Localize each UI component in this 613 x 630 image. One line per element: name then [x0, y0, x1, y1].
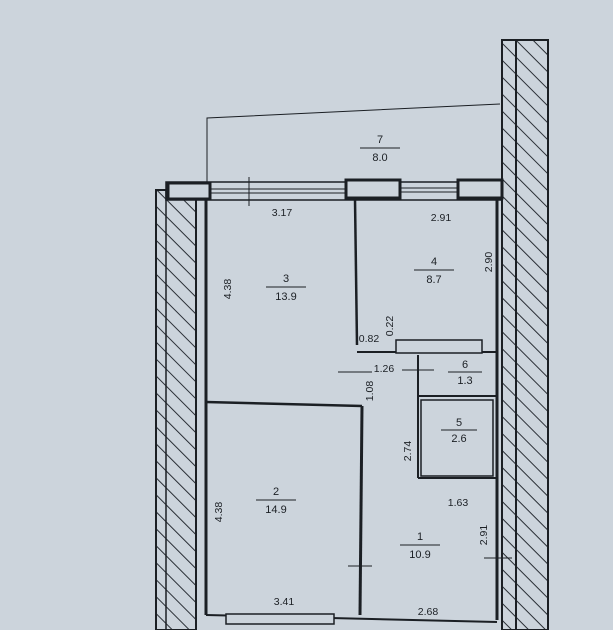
dim-partition-offset: 0.82: [359, 333, 380, 345]
room-label-4: 4 8.7: [414, 256, 454, 286]
room-label-7: 7 8.0: [360, 134, 400, 164]
dim-room1-width: 2.68: [418, 606, 439, 618]
dim-bath-height: 2.74: [402, 441, 414, 462]
dim-room2-height: 4.38: [213, 502, 225, 523]
room-area: 2.6: [451, 433, 466, 445]
room-number: 5: [456, 417, 462, 429]
room-number: 2: [273, 486, 279, 498]
left-exterior-wall: [155, 189, 197, 630]
dim-hall-height: 2.91: [478, 525, 490, 546]
room-label-2: 2 14.9: [256, 486, 296, 516]
balcony-outline: [206, 103, 501, 182]
room-number: 4: [431, 256, 437, 268]
room-label-1: 1 10.9: [400, 531, 440, 561]
room-area: 10.9: [409, 549, 430, 561]
partition-3-4: [353, 198, 359, 346]
room-number: 7: [377, 134, 383, 146]
bathroom-walls: [417, 355, 497, 479]
top-wall: [165, 177, 504, 206]
room-number: 1: [417, 531, 423, 543]
room-area: 8.0: [372, 152, 387, 164]
room-area: 13.9: [275, 291, 296, 303]
room-number: 3: [283, 273, 289, 285]
dim-room4-height: 2.90: [483, 252, 495, 273]
dim-room3-width: 3.17: [272, 207, 293, 219]
dim-hall-width: 1.63: [448, 497, 469, 509]
partition-2-1: [358, 405, 364, 616]
dim-partition-depth: 0.22: [384, 316, 396, 337]
partition-3-2: [205, 400, 363, 408]
room-label-3: 3 13.9: [266, 273, 306, 303]
dimension-ticks: [338, 369, 512, 567]
dim-room2-width: 3.41: [274, 596, 295, 608]
bottom-wall: [205, 613, 498, 625]
dim-room4-width: 2.91: [431, 212, 452, 224]
room-area: 8.7: [426, 274, 441, 286]
right-exterior-wall: [501, 39, 549, 630]
room-number: 6: [462, 359, 468, 371]
room-area: 1.3: [457, 375, 472, 387]
dim-corridor-depth: 1.08: [364, 381, 376, 402]
partition-4-corridor: [357, 339, 497, 354]
dim-corridor-width: 1.26: [374, 363, 395, 375]
room-area: 14.9: [265, 504, 286, 516]
dim-room3-height: 4.38: [222, 279, 234, 300]
room-label-5: 5 2.6: [441, 417, 477, 445]
room-label-6: 6 1.3: [448, 359, 482, 387]
